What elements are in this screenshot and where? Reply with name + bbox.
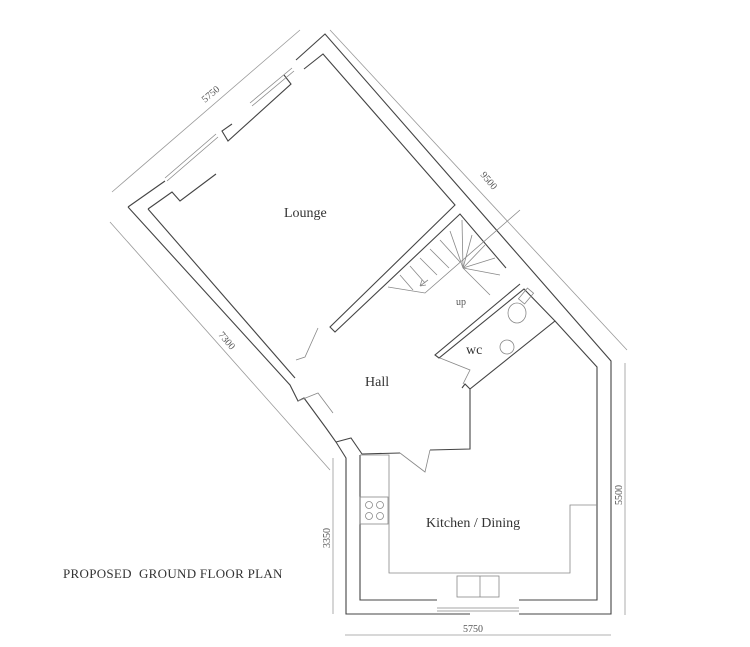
- sink-icon: [456, 575, 500, 598]
- dim-kitchen-left: 3350: [322, 528, 333, 548]
- doors: [295, 327, 471, 473]
- kitchen-fittings: [359, 454, 597, 598]
- outer-walls: [127, 33, 612, 615]
- toilet-icon: [507, 302, 527, 324]
- stairs-up-label: up: [456, 297, 466, 308]
- basin-icon: [499, 339, 515, 355]
- room-label-wc: wc: [466, 343, 482, 358]
- plan-title: PROPOSED GROUND FLOOR PLAN: [63, 566, 283, 581]
- room-label-kitchen-dining: Kitchen / Dining: [426, 516, 520, 531]
- dim-left-side: 7300: [216, 330, 237, 352]
- hob-icon: [359, 496, 389, 525]
- wc-fixtures: [499, 287, 535, 355]
- dim-kitchen-right: 5500: [614, 485, 625, 505]
- room-label-lounge: Lounge: [284, 206, 327, 221]
- windows: [164, 67, 519, 612]
- staircase: up: [387, 209, 521, 308]
- room-label-hall: Hall: [365, 375, 389, 390]
- dimension-lines: [109, 29, 628, 636]
- dim-kitchen-bottom: 5750: [463, 624, 483, 635]
- dim-right-side: 9500: [478, 170, 499, 192]
- dim-lounge-front: 5750: [200, 84, 222, 105]
